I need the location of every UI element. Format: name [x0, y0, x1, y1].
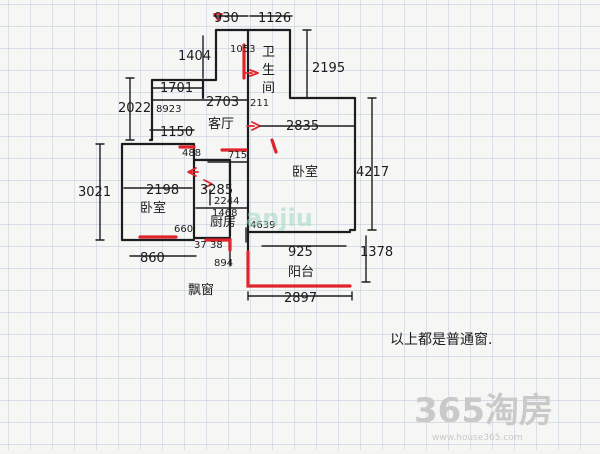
room-bedroom-small: 卧室 [140, 200, 166, 216]
watermark-365: 365淘房 www.house365.com [414, 391, 553, 443]
anjuke-logo-text: anjiu [246, 204, 313, 232]
dim-2198: 2198 [146, 183, 179, 198]
dim-488: 488 [182, 148, 201, 159]
dim-37: 37 [194, 240, 207, 251]
room-labels: 卫 生 间 客厅 卧室 卧室 厨房 阳台 飘窗 [140, 45, 318, 298]
dim-860: 860 [140, 251, 165, 266]
dim-4639: 4639 [250, 220, 275, 231]
wall-small-bedroom-top [120, 142, 196, 240]
dim-2244: 2244 [214, 196, 239, 207]
wall-bedroom-right [348, 96, 357, 232]
dim-1053: 1053 [230, 44, 255, 55]
dimension-labels: 930 1126 1404 1053 2195 1701 2703 2022 8… [78, 11, 393, 306]
mark-top [213, 13, 223, 21]
door-arrow-kitchen [203, 179, 213, 189]
dim-2835: 2835 [286, 119, 319, 134]
dim-2703: 2703 [206, 95, 239, 110]
wall-living-top [148, 78, 205, 142]
dim-1701: 1701 [160, 81, 193, 96]
window-note: 以上都是普通窗. [390, 331, 492, 348]
dim-894: 894 [214, 258, 233, 269]
dim-8923: 8923 [156, 104, 181, 115]
door-arrow-small [187, 167, 199, 177]
windows [138, 13, 352, 288]
room-living: 客厅 [208, 116, 234, 132]
room-bathroom-1: 卫 [262, 45, 275, 60]
watermark-anjuke: anjiu [246, 204, 313, 232]
wall-kitchen [192, 158, 232, 238]
dimension-lines [95, 15, 377, 301]
room-balcony: 阳台 [288, 265, 314, 280]
door-arrow-bathroom [245, 69, 259, 77]
watermark-url: www.house365.com [432, 433, 523, 443]
room-bay-window: 飘窗 [188, 282, 214, 298]
dim-3285: 3285 [200, 183, 233, 198]
dim-1126: 1126 [258, 11, 291, 26]
room-bathroom-2: 生 [262, 63, 275, 78]
window-balcony [246, 250, 352, 288]
dim-3021: 3021 [78, 185, 111, 200]
wall-bathroom-left [201, 28, 218, 100]
dim-660: 660 [174, 224, 193, 235]
dim-2195: 2195 [312, 61, 345, 76]
dim-4217: 4217 [356, 165, 389, 180]
window-tick [270, 138, 278, 154]
dim-2022: 2022 [118, 101, 151, 116]
dim-1150: 1150 [160, 125, 193, 140]
room-kitchen: 厨房 [210, 214, 236, 230]
wall-bathroom-top [214, 28, 357, 100]
dim-38: 38 [210, 240, 223, 251]
watermark-brand: 365淘房 [414, 391, 553, 431]
dim-1378: 1378 [360, 245, 393, 260]
dim-211: 211 [250, 98, 269, 109]
room-bathroom-3: 间 [262, 81, 275, 96]
dim-715: 715 [228, 150, 247, 161]
dim-925: 925 [288, 245, 313, 260]
dim-1468: 1468 [212, 208, 237, 219]
room-bedroom-main: 卧室 [292, 164, 318, 180]
window-bay [204, 238, 232, 252]
wall-small-bedroom [120, 142, 196, 242]
dim-2897: 2897 [284, 291, 317, 306]
dim-1404: 1404 [178, 49, 211, 64]
dim-930: 930 [214, 11, 239, 26]
